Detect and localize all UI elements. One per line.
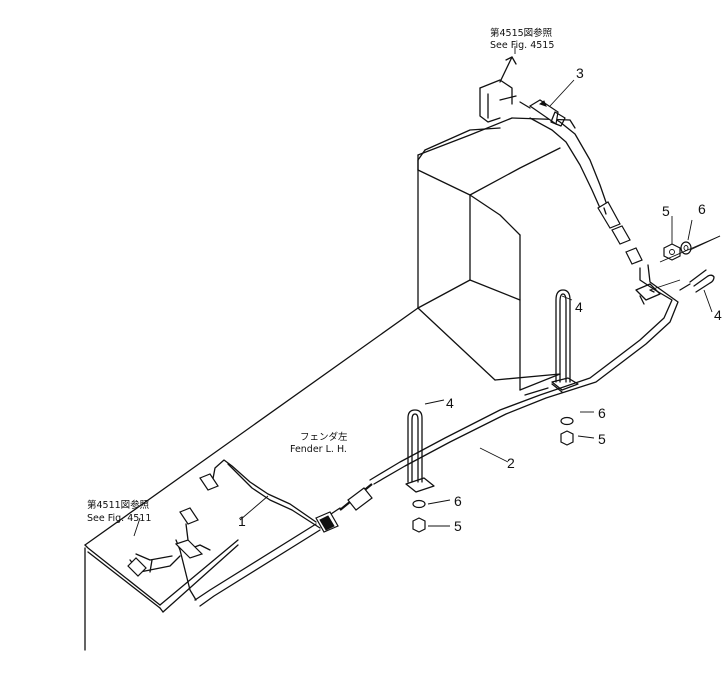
top-bracket xyxy=(479,56,517,123)
tank-body xyxy=(417,117,576,396)
tube-1 xyxy=(127,459,321,607)
ref-left-jp: 第4511図参照 xyxy=(87,499,150,511)
callout-3: 3 xyxy=(576,65,584,81)
ref-top-en: See Fig. 4515 xyxy=(490,40,554,51)
washer-tank xyxy=(560,416,574,426)
leader-lines xyxy=(133,46,721,537)
callout-6-tank: 6 xyxy=(598,405,606,421)
hose-3 xyxy=(519,99,643,265)
hose-center xyxy=(315,483,373,533)
callout-4-right: 4 xyxy=(714,307,722,323)
washer-mid xyxy=(412,499,426,509)
callout-6-right-top: 6 xyxy=(698,201,706,217)
callout-6-mid: 6 xyxy=(454,493,462,509)
ref-left-en: See Fig. 4511 xyxy=(87,513,151,524)
nut-right-top xyxy=(663,243,681,261)
callout-5-right-top: 5 xyxy=(662,203,670,219)
fender-label-jp: フェンダ左 xyxy=(300,431,348,443)
ubolt-right xyxy=(679,269,715,293)
right-clip xyxy=(635,279,681,305)
callout-5-mid: 5 xyxy=(454,518,462,534)
callout-1: 1 xyxy=(238,513,246,529)
nut-tank xyxy=(560,430,574,446)
fender-label-en: Fender L. H. xyxy=(290,444,347,455)
ubolt-mid xyxy=(405,409,435,493)
ubolt-tank xyxy=(551,289,579,393)
callout-2: 2 xyxy=(507,455,515,471)
tube-2 xyxy=(369,264,679,485)
callout-4-mid: 4 xyxy=(446,395,454,411)
callout-5-tank: 5 xyxy=(598,431,606,447)
nut-mid xyxy=(412,517,426,533)
callout-4-tank: 4 xyxy=(575,299,583,315)
fender-plate xyxy=(84,307,561,651)
ref-top-jp: 第4515図参照 xyxy=(490,27,553,39)
